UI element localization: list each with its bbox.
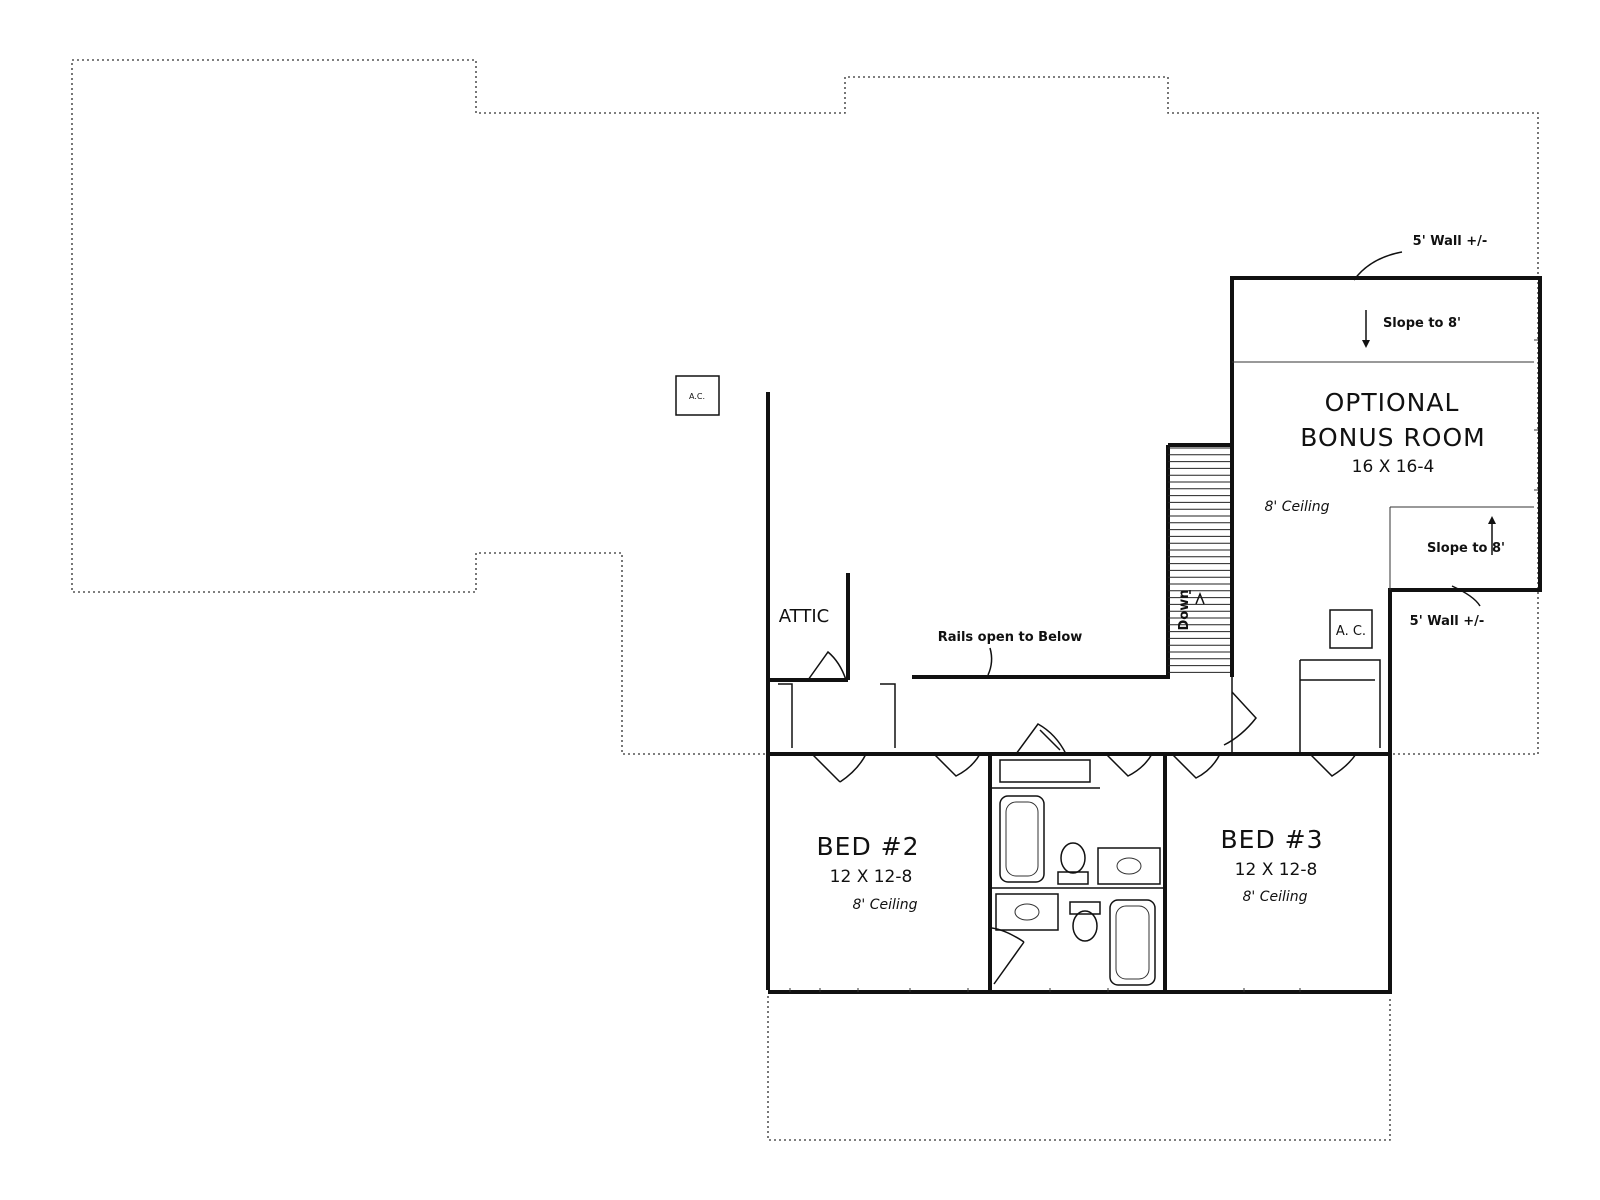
wall-note-top: 5' Wall +/- — [1413, 234, 1488, 249]
stairs[interactable] — [1168, 447, 1230, 673]
rails-label: Rails open to Below — [938, 630, 1083, 645]
bed3-ceiling: 8' Ceiling — [1242, 889, 1307, 905]
door-swings — [807, 650, 1357, 985]
bed2-name: BED #2 — [817, 832, 920, 861]
roof-outline — [71, 59, 1539, 1141]
annotation-leaders — [1189, 251, 1496, 607]
ac-unit-small: A.C. — [675, 375, 720, 416]
wall-note-bottom: 5' Wall +/- — [1410, 614, 1485, 629]
bonus-room-ceiling: 8' Ceiling — [1264, 499, 1329, 515]
bed3-name: BED #3 — [1221, 825, 1324, 854]
bath-fixtures — [995, 795, 1161, 986]
bed2-dimensions: 12 X 12-8 — [830, 867, 913, 887]
bonus-room-name-1: OPTIONAL — [1325, 388, 1460, 417]
labels: OPTIONAL BONUS ROOM 16 X 16-4 8' Ceiling… — [779, 234, 1505, 913]
bed2-ceiling: 8' Ceiling — [852, 897, 917, 913]
stair-label: Down — [1177, 590, 1192, 631]
rails — [912, 647, 1100, 679]
attic-label: ATTIC — [779, 606, 829, 627]
bonus-room-dimensions: 16 X 16-4 — [1352, 457, 1435, 477]
ac-large-label: A. C. — [1336, 624, 1366, 639]
bonus-room-name-2: BONUS ROOM — [1300, 423, 1486, 452]
ac-unit-large: A. C. — [1329, 609, 1373, 649]
slope-top-label: Slope to 8' — [1383, 316, 1461, 331]
ac-small-label: A.C. — [689, 392, 705, 401]
window-marks — [789, 339, 1538, 992]
slope-bottom-label: Slope to 8' — [1427, 541, 1505, 556]
bed3-dimensions: 12 X 12-8 — [1235, 860, 1318, 880]
